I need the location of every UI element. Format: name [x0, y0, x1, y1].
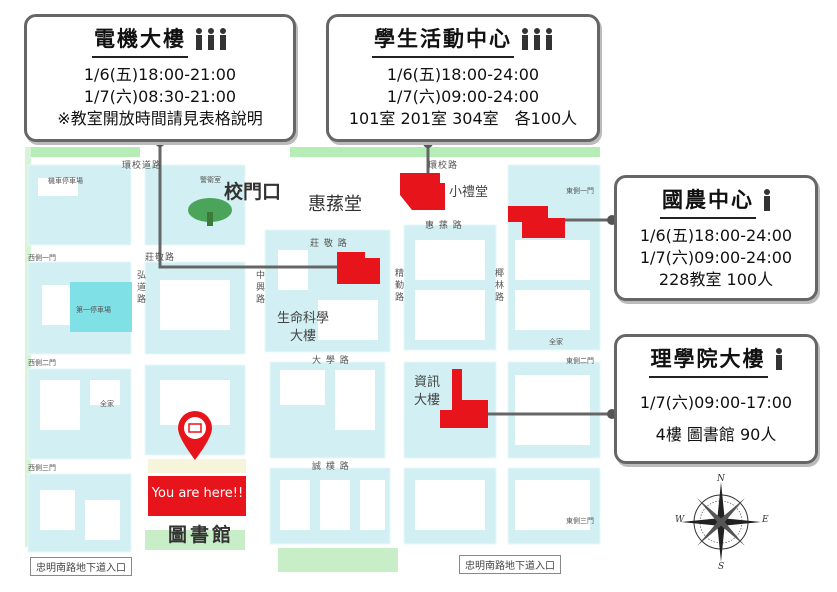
connector-lines — [158, 142, 612, 416]
parking-lot-1 — [70, 282, 132, 332]
label-east-gate-3: 東側三門 — [566, 517, 594, 525]
plaza-green-area — [278, 548, 398, 572]
label-west-gate-1: 西側一門 — [28, 254, 56, 262]
label-familymart: 全家 — [100, 400, 114, 408]
label-familymart-2: 全家 — [549, 338, 563, 346]
label-huisun-hall: 惠蓀堂 — [308, 194, 362, 215]
card-agri-center: 國農中心 1/6(五)18:00-24:00 1/7(六)09:00-24:00… — [614, 175, 818, 301]
label-hongdao-road: 弘道路 — [135, 270, 145, 306]
label-parking-1: 第一停車場 — [76, 306, 111, 314]
card-ee-line-2: 1/7(六)08:30-21:00 — [83, 87, 237, 106]
label-campus-gate: 校門口 — [224, 181, 282, 203]
card-science-line-1: 1/7(六)09:00-17:00 — [639, 393, 793, 412]
people-icon — [522, 28, 552, 50]
card-ee-building: 電機大樓 1/6(五)18:00-21:00 1/7(六)08:30-21:00… — [24, 14, 296, 142]
card-ee-line-1: 1/6(五)18:00-21:00 — [83, 65, 237, 84]
label-jingqin-road: 精勤路 — [393, 268, 403, 304]
person-icon — [764, 189, 770, 211]
card-science-building: 理學院大樓 1/7(六)09:00-17:00 4樓 圖書館 90人 — [614, 334, 818, 464]
card-student-line-1: 1/6(五)18:00-24:00 — [386, 65, 540, 84]
label-library: 圖書館 — [168, 524, 235, 546]
road-north-green-right — [290, 147, 600, 157]
label-daxue-road: 大 學 路 — [312, 356, 350, 366]
location-pin-icon — [178, 411, 212, 460]
compass-south: S — [718, 562, 725, 572]
card-agri-title: 國農中心 — [660, 184, 756, 219]
card-science-line-2: 4樓 圖書館 90人 — [655, 425, 777, 444]
compass-west: W — [675, 515, 685, 525]
library-green-area — [145, 530, 245, 550]
label-yelin-road: 椰林路 — [493, 268, 503, 304]
library-stripes — [148, 459, 246, 473]
label-ring-road-2: 環校路 — [428, 161, 459, 171]
label-zhuangjing-road: 莊敬路 — [145, 253, 176, 263]
card-science-title: 理學院大樓 — [648, 343, 768, 378]
label-chengpu-road: 誠 樸 路 — [312, 462, 350, 472]
label-you-are-here: You are here!! — [151, 486, 244, 501]
label-west-gate-2: 西側二門 — [28, 359, 56, 367]
card-ee-title: 電機大樓 — [92, 23, 188, 58]
card-agri-line-3: 228教室 100人 — [658, 270, 774, 289]
label-zhongxing-road: 中興路 — [254, 270, 264, 306]
road-north-green-left — [25, 147, 140, 157]
highlighted-buildings — [148, 173, 565, 516]
label-guard-room: 警衛室 — [200, 176, 221, 184]
student-center-building — [400, 173, 445, 210]
card-ee-line-3: ※教室開放時間請見表格說明 — [57, 109, 263, 128]
label-east-gate-1: 東側一門 — [566, 187, 594, 195]
label-zhuangjing-road-2: 莊 敬 路 — [310, 239, 348, 249]
label-huisun-road: 惠 蓀 路 — [425, 221, 463, 231]
label-east-gate-2: 東側二門 — [566, 357, 594, 365]
card-student-line-2: 1/7(六)09:00-24:00 — [386, 87, 540, 106]
compass-icon — [681, 482, 761, 562]
agri-center-building — [508, 206, 565, 238]
card-student-title: 學生活動中心 — [372, 23, 514, 58]
card-student-center: 學生活動中心 1/6(五)18:00-24:00 1/7(六)09:00-24:… — [326, 14, 600, 142]
compass-east: E — [762, 515, 769, 525]
card-student-line-3: 101室 201室 304室 各100人 — [348, 109, 578, 128]
compass-north: N — [717, 474, 725, 484]
card-agri-line-1: 1/6(五)18:00-24:00 — [639, 226, 793, 245]
underpass-entrance-left: 忠明南路地下道入口 — [30, 557, 132, 576]
label-small-auditorium: 小禮堂 — [449, 185, 489, 200]
tree-icon — [188, 198, 232, 226]
card-agri-line-2: 1/7(六)09:00-24:00 — [639, 248, 793, 267]
label-it-building: 資訊大樓 — [413, 375, 440, 408]
underpass-entrance-right: 忠明南路地下道入口 — [459, 555, 561, 574]
science-building — [440, 369, 488, 428]
person-icon — [775, 348, 782, 370]
people-icon — [196, 28, 226, 50]
label-west-gate-3: 西側三門 — [28, 464, 56, 472]
library-building — [148, 476, 246, 516]
label-life-science: 生命科學大樓 — [276, 311, 329, 344]
label-ring-road: 環校道路 — [122, 161, 163, 171]
ee-building — [337, 252, 380, 284]
label-motor-parking: 機車停車場 — [48, 177, 83, 185]
